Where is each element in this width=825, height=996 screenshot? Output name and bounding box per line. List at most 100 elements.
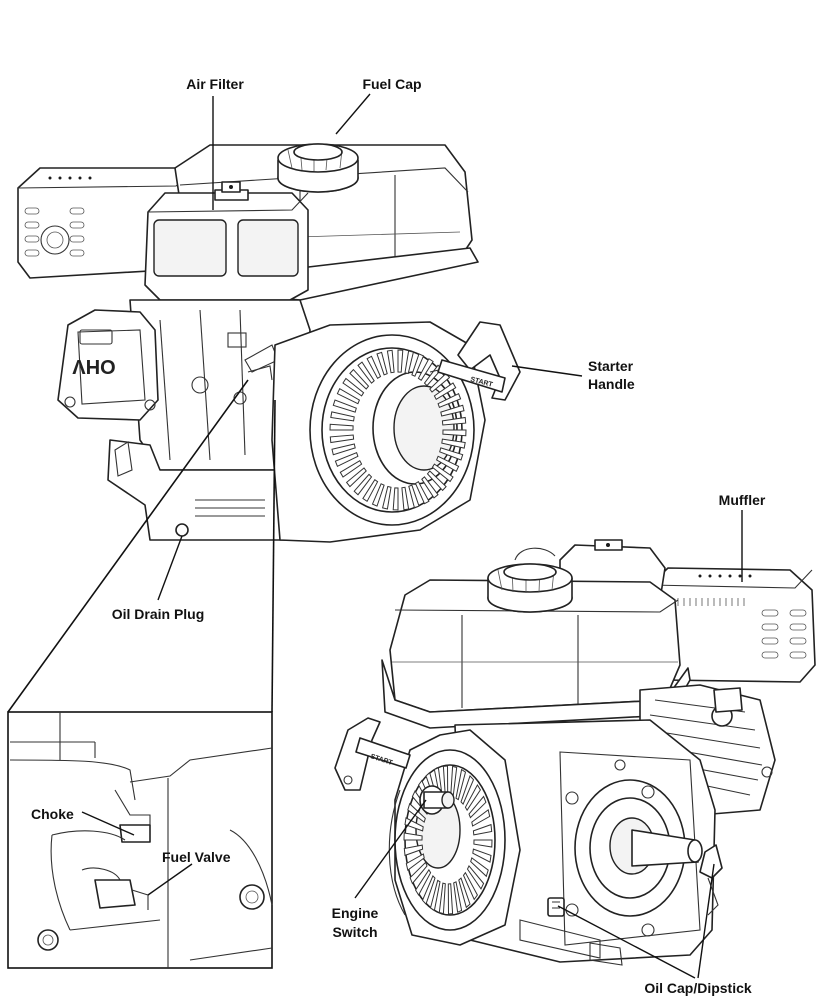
starter-fin — [441, 416, 467, 426]
starter-fin — [376, 351, 388, 376]
starter-fin — [429, 372, 451, 393]
starter-fin — [332, 399, 357, 413]
starter-fin — [414, 481, 430, 505]
choke-label: Choke — [31, 806, 74, 822]
starter-fin — [437, 393, 462, 409]
starter-fin — [342, 377, 365, 397]
callout-labels: Air Filter Fuel Cap Starter Handle Muffl… — [31, 76, 766, 996]
oil-drain-plug-label: Oil Drain Plug — [112, 606, 205, 622]
starter-fin — [466, 864, 485, 890]
starter-fin — [334, 451, 359, 467]
starter-fin — [439, 447, 464, 461]
starter-fin — [336, 387, 361, 405]
air-filter-label: Air Filter — [186, 76, 244, 92]
recoil-starter-upper — [271, 321, 486, 543]
inset-carburetor-detail — [9, 712, 273, 968]
starter-fin — [386, 349, 395, 374]
fuel-cap-leader — [335, 93, 371, 135]
starter-fin — [441, 438, 466, 449]
starter-fin — [405, 853, 425, 871]
starter-fin — [472, 823, 493, 836]
muffler-lower — [649, 567, 816, 683]
recoil-starter-lower — [388, 729, 521, 946]
starter-fin — [331, 443, 356, 456]
starter-fin — [453, 881, 463, 913]
starter-fin — [329, 423, 354, 431]
engine-switch-label-line2: Switch — [332, 924, 377, 940]
muffler-label: Muffler — [719, 492, 766, 508]
starter-fin — [404, 817, 424, 832]
oil-drain-plug-leader — [157, 535, 183, 601]
starter-fin — [421, 476, 439, 499]
starter-fin — [473, 839, 493, 848]
starter-handle-lower: START — [334, 717, 411, 791]
engine-switch-label-line1: Engine — [332, 905, 379, 921]
starter-fin — [471, 809, 491, 827]
starter-fin — [433, 382, 457, 400]
starter-fin — [329, 434, 355, 444]
starter-fin — [440, 404, 465, 417]
starter-handle-label-line2: Handle — [588, 376, 635, 392]
starter-fin — [438, 882, 446, 915]
starter-fin — [403, 844, 424, 857]
crankshaft-lower — [631, 829, 703, 867]
starter-fin — [415, 868, 432, 897]
inset-pointer-left — [7, 379, 249, 713]
starter-fin — [381, 485, 392, 510]
fuel-cap-upper — [277, 143, 359, 193]
starter-fin — [458, 877, 471, 909]
starter-fin — [401, 486, 410, 511]
starter-fin — [431, 463, 454, 483]
starter-fin — [442, 429, 467, 437]
fuel-cap-lower — [487, 563, 573, 613]
oil-cap-dipstick-label: Oil Cap/Dipstick — [644, 980, 752, 996]
crankcase-lower — [454, 719, 716, 966]
starter-fin — [472, 848, 492, 863]
starter-handle-leader — [511, 365, 583, 377]
starter-fin — [339, 460, 363, 478]
starter-fin — [460, 774, 475, 805]
starter-fin — [330, 411, 355, 422]
starter-fin — [397, 349, 404, 373]
oil-cap-dipstick-leader-right — [697, 863, 715, 979]
choke-leader — [81, 811, 135, 836]
starter-fin — [464, 783, 481, 812]
fuel-valve-leader — [147, 863, 193, 896]
starter-fins-upper — [329, 349, 467, 511]
starter-fin — [392, 487, 399, 511]
inset-pointer-right — [271, 399, 276, 713]
oil-cap-dipstick-leader-left — [557, 905, 696, 979]
starter-fin — [371, 483, 385, 507]
fuel-tank-lower — [381, 579, 691, 729]
fuel-valve-label: Fuel Valve — [162, 849, 231, 865]
starter-fin — [408, 484, 420, 509]
starter-fin — [435, 455, 460, 473]
starter-fin — [426, 470, 447, 492]
starter-fin — [404, 350, 415, 375]
valve-cover-upper: OHV — [57, 309, 159, 421]
engine-switch-knob-lower — [419, 785, 455, 815]
starter-fin — [468, 795, 487, 819]
starter-fin — [421, 875, 436, 906]
ohv-marking: OHV — [72, 355, 116, 377]
starter-handle-label-line1: Starter — [588, 358, 634, 374]
starter-fin — [357, 361, 375, 384]
detail-inset — [7, 379, 276, 969]
leader-lines — [81, 93, 743, 979]
starter-fin — [362, 478, 379, 503]
fuel-cap-label: Fuel Cap — [362, 76, 421, 92]
engine-lower-illustration: START — [334, 539, 816, 966]
starter-fin — [417, 357, 434, 382]
starter-handle-upper: START — [429, 321, 521, 401]
starter-fin — [349, 368, 370, 390]
engine-switch-leader — [354, 799, 427, 899]
oil-cap-left-lower — [547, 897, 565, 917]
starter-fin — [353, 473, 373, 496]
starter-fin — [429, 879, 441, 912]
starter-fin — [455, 768, 467, 801]
starter-fin — [462, 871, 478, 901]
engine-upper-illustration: OHV START — [17, 143, 521, 543]
starter-fin — [403, 832, 423, 841]
starter-fin — [447, 883, 454, 915]
